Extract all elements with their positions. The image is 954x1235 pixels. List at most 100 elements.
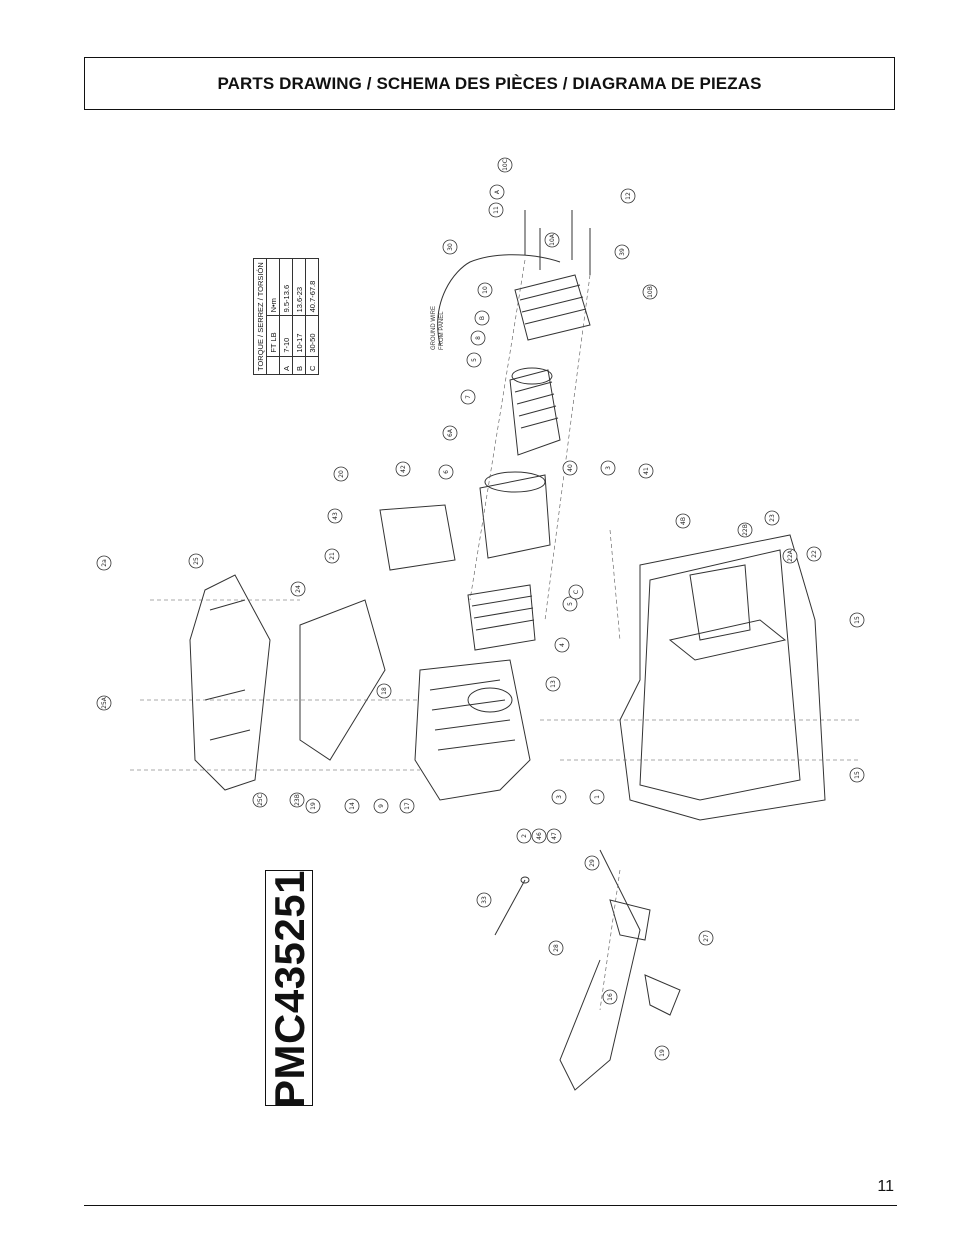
callout-bubble: 27 <box>698 930 714 946</box>
part-rear-cover <box>514 274 591 341</box>
callout-circle <box>562 596 578 612</box>
callout-bubble: 12 <box>620 188 636 204</box>
model-number: PMC435251 <box>266 870 313 1108</box>
callout-circle <box>305 798 321 814</box>
callout-label: 19 <box>659 1049 666 1057</box>
callout-label: 6 <box>443 470 450 474</box>
callout-circle <box>476 892 492 908</box>
stator-top <box>484 471 546 493</box>
callout-circle <box>589 789 605 805</box>
page-title: PARTS DRAWING / SCHEMA DES PIÈCES / DIAG… <box>217 73 762 93</box>
callout-label: A <box>494 189 501 194</box>
callout-label: 2 <box>521 834 528 838</box>
callout-label: 5 <box>471 358 478 362</box>
callout-label: 25A <box>101 696 108 709</box>
callout-label: 42 <box>400 465 407 473</box>
callout-bubble: 19 <box>305 798 321 814</box>
callout-label: 10B <box>647 286 654 298</box>
callout-label: 11 <box>493 206 500 214</box>
callout-circle <box>252 792 268 808</box>
callout-label: 46 <box>536 832 543 840</box>
callout-circle <box>638 463 654 479</box>
callout-circle <box>602 989 618 1005</box>
callout-bubble: 29 <box>584 855 600 871</box>
part-adapter <box>467 584 536 651</box>
callout-label: 23 <box>769 514 776 522</box>
callout-label: 16 <box>607 993 614 1001</box>
assembly-lines <box>130 259 860 1011</box>
callout-circle <box>442 239 458 255</box>
callout-label: 2a <box>101 559 108 567</box>
callout-circle <box>554 637 570 653</box>
long-bolts <box>524 210 591 275</box>
callout-bubble: 8 <box>470 330 486 346</box>
bottom-divider <box>84 1205 897 1206</box>
callout-circle <box>698 930 714 946</box>
callout-bubble: 17 <box>399 798 415 814</box>
callout-circle <box>849 767 865 783</box>
callout-circle <box>568 584 584 600</box>
callout-circle <box>764 510 780 526</box>
callout-bubble: 4B <box>675 513 691 529</box>
callout-bubble: 22B <box>737 522 753 538</box>
callout-bubble: 10B <box>642 284 658 300</box>
cover-ribs <box>519 284 587 325</box>
callout-bubble: 43 <box>327 508 343 524</box>
callout-label: 30 <box>447 243 454 251</box>
callout-bubble: 15 <box>849 767 865 783</box>
callout-label: 8 <box>475 336 482 340</box>
ground-wire <box>437 254 561 346</box>
callout-label: 3 <box>605 466 612 470</box>
callout-bubble: 14 <box>344 798 360 814</box>
callout-label: C <box>573 590 580 594</box>
callout-label: 10 <box>482 286 489 294</box>
callout-label: 3 <box>556 795 563 799</box>
callout-label: 27 <box>703 934 710 942</box>
frame-inner <box>639 549 801 801</box>
callout-label: 6A <box>447 428 454 437</box>
callout-bubble: 23 <box>764 510 780 526</box>
part-control-panel <box>689 564 751 641</box>
callout-label: 22A <box>787 549 794 562</box>
engine-flywheel <box>467 687 513 713</box>
callout-bubble: 16 <box>602 989 618 1005</box>
rotor-end <box>511 367 553 385</box>
callout-label: 23B <box>294 794 301 806</box>
callout-bubble: 47 <box>546 828 562 844</box>
callout-circle <box>489 184 505 200</box>
rotor-fins <box>514 381 559 429</box>
frame-rail <box>668 619 787 661</box>
callout-label: 17 <box>404 802 411 810</box>
callout-circle <box>614 244 630 260</box>
callout-bubble: 13 <box>545 676 561 692</box>
callout-bubble: A <box>489 184 505 200</box>
callout-bubble: 20 <box>333 466 349 482</box>
callout-bubble: 40 <box>562 460 578 476</box>
callout-circle <box>96 695 112 711</box>
callout-circle <box>188 553 204 569</box>
callout-label: 22B <box>742 524 749 536</box>
callout-bubble: 2 <box>516 828 532 844</box>
callout-bubble: 4 <box>554 637 570 653</box>
callout-label: 40 <box>567 464 574 472</box>
callout-circle <box>474 310 490 326</box>
callout-circle <box>546 828 562 844</box>
callout-bubble: 1 <box>589 789 605 805</box>
callout-label: 20 <box>338 470 345 478</box>
callout-circle <box>642 284 658 300</box>
callout-circle <box>324 548 340 564</box>
engine-fins <box>429 679 516 751</box>
callout-bubble: 22A <box>782 548 798 564</box>
part-engine <box>414 659 531 801</box>
callout-circle <box>782 548 798 564</box>
callout-label: 39 <box>619 248 626 256</box>
callout-circle <box>96 555 112 571</box>
callout-bubble: 39 <box>614 244 630 260</box>
part-rope <box>494 879 526 936</box>
page-number: 11 <box>877 1178 894 1195</box>
callout-circle <box>466 352 482 368</box>
callout-bubble: 9 <box>373 798 389 814</box>
callout-bubble: 21 <box>324 548 340 564</box>
callout-bubble: 24 <box>290 581 306 597</box>
